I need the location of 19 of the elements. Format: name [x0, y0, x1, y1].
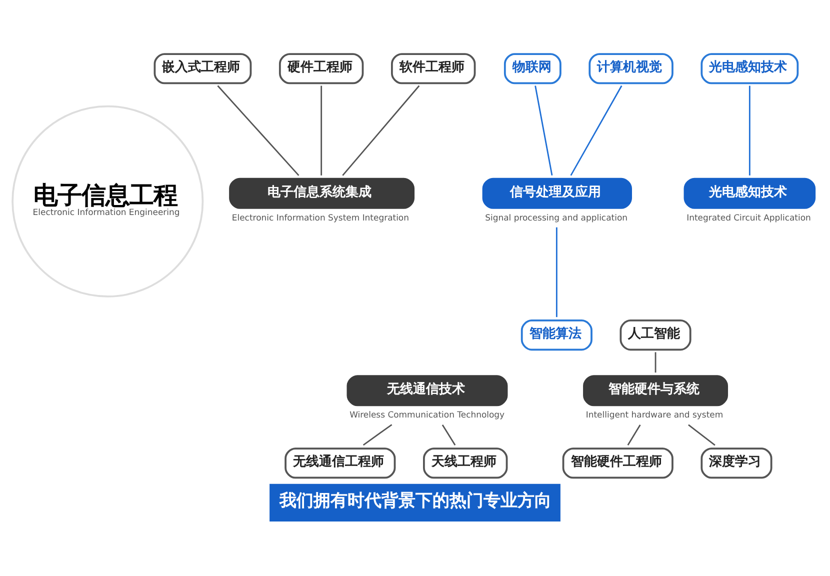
connector: [627, 424, 641, 446]
connector: [570, 85, 622, 176]
connector: [688, 424, 716, 446]
node-label: Signal processing and application: [485, 212, 628, 222]
connector: [556, 227, 558, 318]
connector: [442, 424, 456, 446]
node-label: Integrated Circuit Application: [686, 212, 811, 222]
connector: [217, 85, 300, 176]
connector: [654, 352, 656, 373]
caption: 我们拥有时代背景下的热门专业方向: [279, 490, 552, 510]
node-label: Intelligent hardware and system: [586, 410, 724, 420]
connector: [342, 85, 420, 176]
connector: [320, 86, 322, 176]
connector: [748, 86, 750, 176]
node-label: Wireless Communication Technology: [350, 410, 505, 420]
node-circle: 电子信息工程 Electronic Information Engineering: [12, 105, 204, 298]
connector: [534, 86, 553, 176]
node-label: Electronic Information System Integration: [232, 212, 409, 222]
connector: [362, 424, 392, 446]
